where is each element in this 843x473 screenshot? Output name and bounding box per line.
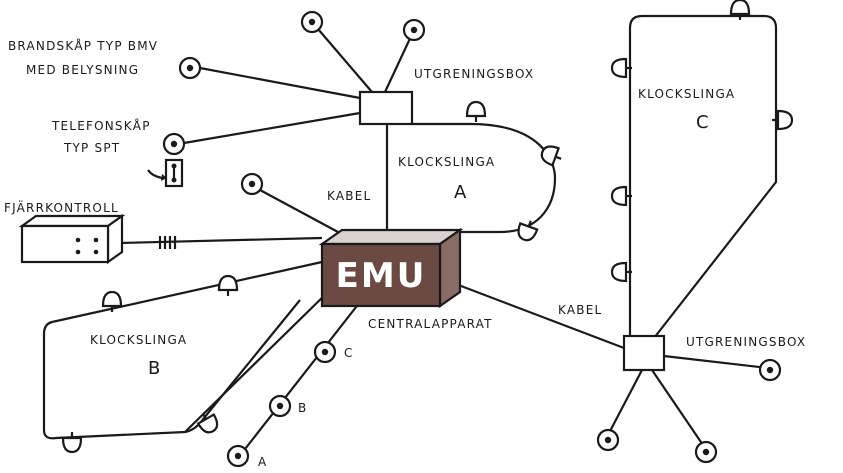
detector-icon	[402, 18, 426, 42]
bell-icon	[61, 432, 83, 454]
fjarrkontroll-box	[18, 213, 126, 265]
telefonskap-phone-icon	[164, 158, 184, 188]
klockslinga-c-label: KLOCKSLINGA	[638, 87, 735, 101]
klockslinga-b-letter: B	[148, 358, 160, 379]
bell-icon	[772, 109, 794, 131]
klockslinga-c-loop	[628, 14, 778, 339]
detector-icon	[694, 440, 718, 464]
emu-label: EMU	[336, 256, 427, 296]
utgreningsbox-bottom-label: UTGRENINGSBOX	[686, 335, 806, 349]
line-detector-top1-to-box	[311, 21, 373, 93]
bell-icon	[465, 100, 487, 122]
bells	[61, 0, 794, 454]
telefonskap-label-line1: TELEFONSKÅP	[51, 118, 151, 133]
kabel-left-label: KABEL	[327, 189, 371, 203]
line-detector-mid-to-emu	[259, 189, 339, 233]
emu-central-unit: EMU	[318, 227, 464, 309]
detector-icon	[758, 358, 782, 382]
bell-icon	[729, 0, 751, 20]
line-brandskap-to-box	[199, 66, 361, 100]
kabel-emu-to-box-right	[439, 276, 625, 350]
detector-c-label: C	[344, 346, 354, 360]
emu-top-face	[318, 228, 464, 246]
kabel-right-label: KABEL	[558, 303, 602, 317]
brandskap-detector-icon	[178, 56, 202, 80]
detector-a-label: A	[258, 455, 267, 468]
detectors	[162, 10, 782, 468]
detector-b-label: B	[298, 401, 307, 415]
brandskap-label-line2: MED BELYSNING	[26, 63, 139, 77]
telefonskap-arrow-head	[161, 174, 167, 181]
line-detector-top2-to-box	[384, 29, 415, 93]
line-emu-to-klockslinga-b-lower	[184, 289, 331, 433]
bell-icon	[610, 57, 632, 79]
detector-icon	[300, 10, 324, 34]
telefonskap-label-line2: TYP SPT	[63, 141, 120, 155]
detector-icon	[240, 172, 264, 196]
bell-icon	[610, 261, 632, 283]
telefonskap-arrow	[147, 169, 163, 180]
klockslinga-a-letter: A	[454, 182, 467, 203]
detector-c-icon	[313, 340, 337, 364]
detector-icon	[596, 428, 620, 452]
detector-a-icon	[226, 444, 250, 468]
line-box-to-detector-right	[663, 354, 769, 370]
utgreningsbox-top	[358, 90, 414, 126]
line-emu-to-detector-chain	[237, 301, 361, 459]
detector-b-icon	[268, 394, 292, 418]
klockslinga-b-label: KLOCKSLINGA	[90, 333, 187, 347]
bell-icon	[101, 290, 123, 312]
bell-icon	[540, 145, 562, 167]
emu-front-face	[320, 242, 442, 308]
utgreningsbox-bottom	[622, 334, 666, 372]
klockslinga-a-label: KLOCKSLINGA	[398, 155, 495, 169]
line-emu-to-klockslinga-b	[51, 260, 323, 324]
bell-icon	[610, 185, 632, 207]
line-box-to-detector-bl	[607, 369, 643, 436]
fjarrkontroll-label: FJÄRRKONTROLL	[4, 200, 119, 215]
centralapparat-label: CENTRALAPPARAT	[368, 317, 493, 331]
klockslinga-b-loop	[42, 299, 301, 440]
telefonskap-detector-icon	[162, 132, 186, 156]
cable-tick-marks	[158, 236, 177, 249]
line-box-to-detector-br	[651, 369, 706, 449]
line-telefonskap-to-box	[183, 111, 361, 145]
utgreningsbox-top-label: UTGRENINGSBOX	[414, 67, 534, 81]
connection-lines	[51, 21, 769, 459]
emu-side-face	[438, 227, 462, 309]
klockslinga-a-loop	[412, 122, 557, 234]
brandskap-label-line1: BRANDSKÅP TYP BMV	[8, 38, 158, 53]
fjarrkontroll-cable	[119, 236, 323, 245]
klockslinga-c-letter: C	[696, 112, 709, 133]
bell-icon	[517, 220, 539, 242]
bell-icon	[196, 413, 219, 434]
bell-icon	[217, 274, 239, 296]
